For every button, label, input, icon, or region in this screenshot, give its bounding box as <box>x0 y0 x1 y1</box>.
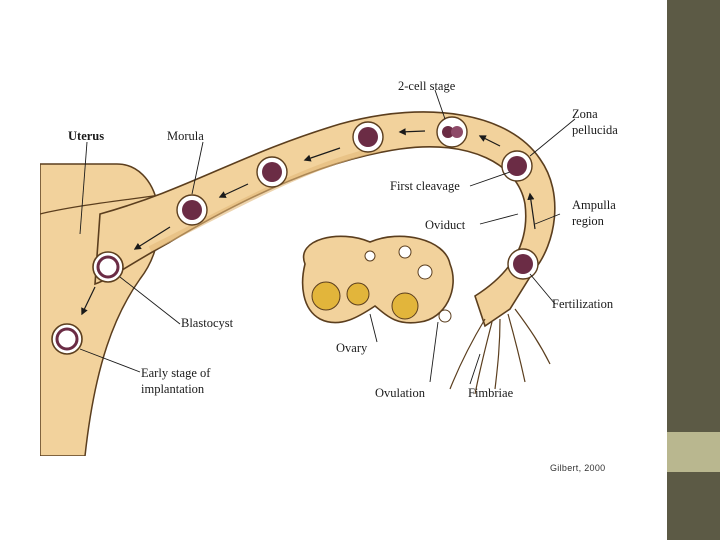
label-morula: Morula <box>167 129 204 143</box>
small-follicle-2 <box>399 246 411 258</box>
label-uterus: Uterus <box>68 129 104 143</box>
label-zona-line1: Zona <box>572 107 598 121</box>
small-follicle-1 <box>365 251 375 261</box>
label-oviduct: Oviduct <box>425 218 466 232</box>
follicle-3 <box>392 293 418 319</box>
ovulating-follicle <box>418 265 432 279</box>
embryo-fertilization <box>508 249 538 279</box>
released-oocyte <box>439 310 451 322</box>
embryo-implantation <box>52 324 82 354</box>
label-ampulla-line2: region <box>572 214 605 228</box>
label-first-cleavage: First cleavage <box>390 179 460 193</box>
label-ampulla-line1: Ampulla <box>572 198 616 212</box>
embryo-blastocyst <box>93 252 123 282</box>
embryo-compact-morula <box>177 195 207 225</box>
follicle-1 <box>312 282 340 310</box>
embryo-morula <box>257 157 287 187</box>
sidebar-accent-block <box>667 432 720 472</box>
label-early-stage-line1: Early stage of <box>141 366 211 380</box>
label-ovary: Ovary <box>336 341 368 355</box>
label-fimbriae: Fimbriae <box>468 386 514 400</box>
label-ovulation: Ovulation <box>375 386 426 400</box>
oviduct-diagram: Uterus Morula 2-cell stage Zona pellucid… <box>40 64 637 456</box>
citation-text: Gilbert, 2000 <box>550 463 605 473</box>
label-zona-line2: pellucida <box>572 123 618 137</box>
label-two-cell-stage: 2-cell stage <box>398 79 456 93</box>
embryo-two-cell <box>437 117 467 147</box>
label-fertilization: Fertilization <box>552 297 614 311</box>
label-blastocyst: Blastocyst <box>181 316 234 330</box>
embryo-four-cell <box>353 122 383 152</box>
embryo-first-cleavage <box>502 151 532 181</box>
label-early-stage-line2: implantation <box>141 382 205 396</box>
follicle-2 <box>347 283 369 305</box>
